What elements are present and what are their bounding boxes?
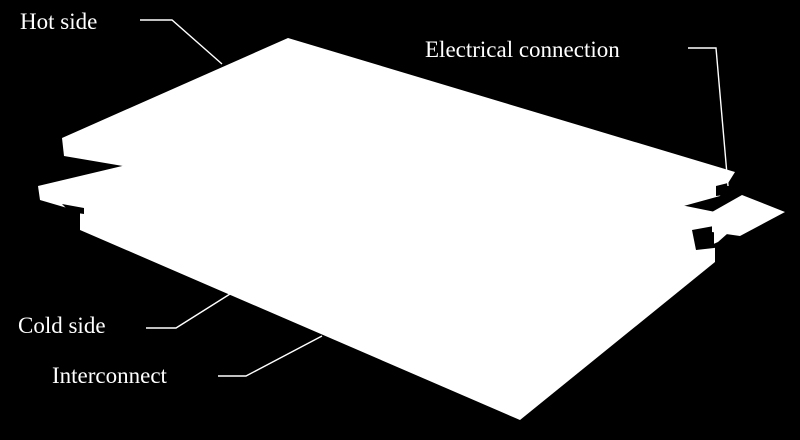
leader-electrical-connection bbox=[688, 47, 729, 187]
label-interconnect: Interconnect bbox=[52, 363, 168, 388]
right-gap-lower bbox=[692, 226, 714, 250]
left-gap-lower bbox=[62, 204, 84, 214]
leader-interconnect bbox=[218, 335, 323, 377]
left-gap-upper bbox=[62, 156, 84, 172]
label-cold-side: Cold side bbox=[18, 313, 106, 338]
electrical-connection-tab bbox=[712, 195, 785, 236]
label-electrical-connection: Electrical connection bbox=[425, 37, 620, 62]
top-plate bbox=[62, 38, 735, 240]
leader-hot-side bbox=[140, 19, 223, 65]
leader-cold-side bbox=[146, 293, 231, 329]
label-hot-side: Hot side bbox=[20, 9, 97, 34]
